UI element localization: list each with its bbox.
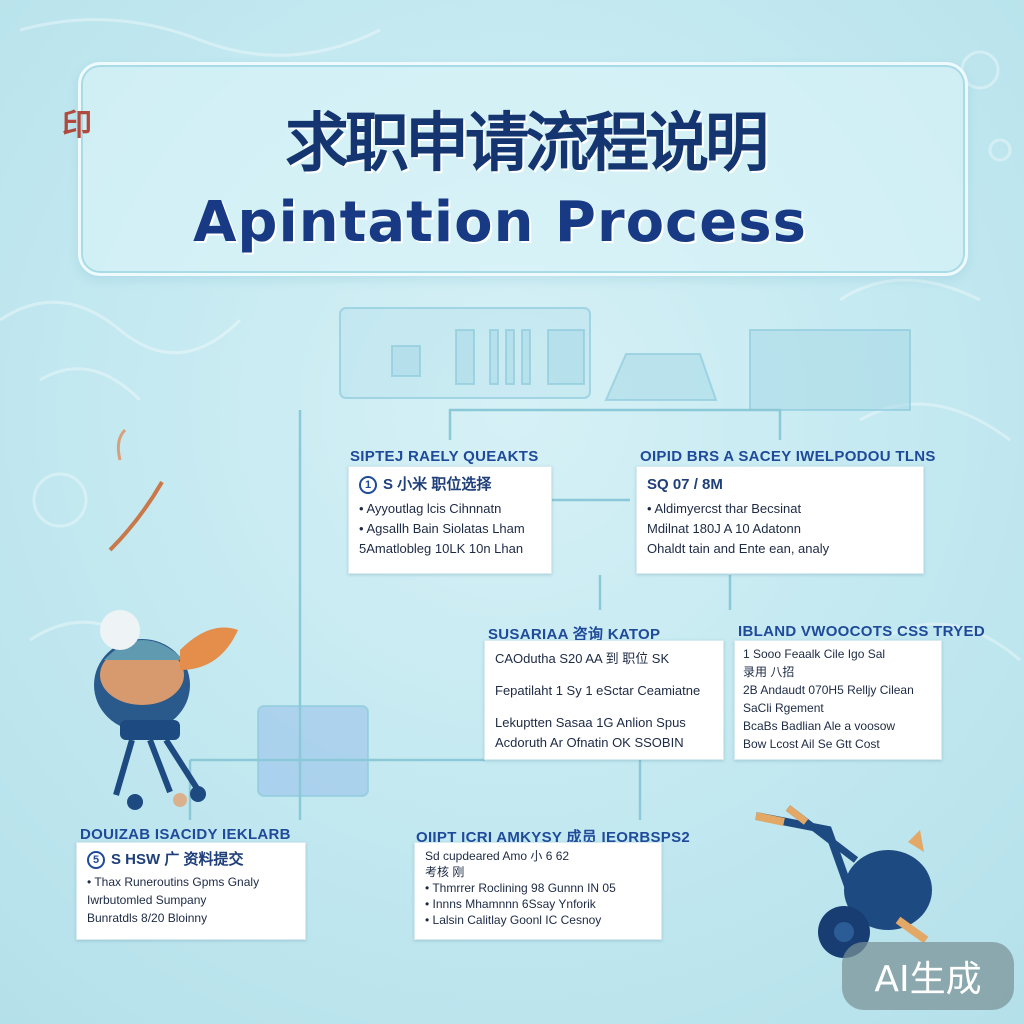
step-number-icon: 5	[87, 851, 105, 869]
step-number-icon: 1	[359, 476, 377, 494]
step-3-line-1: CAOdutha S20 AA 到 职位 SK	[495, 651, 670, 666]
step-3-card: CAOdutha S20 AA 到 职位 SK Fepatilaht 1 Sy …	[484, 640, 724, 760]
step-5-header: DOUIZAB ISACIDY IEKLARB	[80, 826, 291, 843]
step-2-line-1: SQ 07 / 8M	[647, 476, 723, 493]
step-3-line-2: Fepatilaht 1 Sy 1 eSctar Ceamiatne	[495, 683, 701, 698]
page-title-english: Apintation Process	[193, 190, 807, 255]
step-5-line-3: Iwrbutomled Sumpany	[87, 893, 207, 907]
step-1-line-2: Ayyoutlag lcis Cihnnatn	[359, 499, 541, 519]
step-3-line-3: Lekuptten Sasaa 1G Anlion Spus	[495, 715, 686, 730]
step-1-line-3: Agsallh Bain Siolatas Lham	[359, 519, 541, 539]
step-4-line-4: SaCli Rgement	[743, 701, 824, 715]
step-2-line-2: Aldimyercst thar Becsinat	[647, 499, 913, 519]
step-6-line-4: Innns Mhamnnn 6Ssay Ynforik	[425, 896, 651, 912]
page-title-chinese: 求职申请流程说明	[285, 107, 769, 181]
step-4-line-3: 2B Andaudt 070H5 Relljy Cilean	[743, 683, 914, 697]
step-6-line-3: Thmrrer Roclining 98 Gunnn IN 05	[425, 880, 651, 896]
step-1-line-1: S 小米 职位选择	[383, 476, 492, 493]
step-4-line-1: 1 Sooo Feaalk Cile Igo Sal	[743, 647, 886, 661]
step-1-header: SIPTEJ RAELY QUEAKTS	[350, 448, 539, 465]
step-4-line-2: 录用 八招	[743, 665, 795, 679]
ai-generated-badge: AI生成	[842, 942, 1014, 1010]
step-6-line-1: Sd cupdeared Amo 小 6 62	[425, 849, 570, 863]
step-5-line-4: Bunratdls 8/20 Bloinny	[87, 911, 208, 925]
title-frame	[78, 62, 968, 276]
step-4-header: IBLAND VWOOCOTS CSS TRYED	[738, 623, 985, 640]
step-4-line-6: Bow Lcost Ail Se Gtt Cost	[743, 737, 880, 751]
step-6-card: Sd cupdeared Amo 小 6 62 考核 刚 Thmrrer Roc…	[414, 842, 662, 940]
mascot-chair-illustration	[94, 428, 238, 810]
step-5-card: 5 S HSW 广 资料提交 Thax Runeroutins Gpms Gnal…	[76, 842, 306, 940]
step-1-card: 1 S 小米 职位选择 Ayyoutlag lcis Cihnnatn Agsal…	[348, 466, 552, 574]
step-3-line-4: Acdoruth Ar Ofnatin OK SSOBIN	[495, 735, 684, 750]
step-3-header: SUSARIAA 咨询 KATOP	[488, 626, 661, 643]
seal-stamp: 印	[62, 108, 92, 143]
step-4-card: 1 Sooo Feaalk Cile Igo Sal 录用 八招 2B Anda…	[734, 640, 942, 760]
step-2-line-4: Ohaldt tain and Ente ean, analy	[647, 541, 830, 556]
step-1-line-4: 5Amatlobleg 10LK 10n Lhan	[359, 541, 524, 556]
step-6-line-2: 考核 刚	[425, 865, 465, 879]
step-6-line-5: Lalsin Calitlay Goonl IC Cesnoy	[425, 912, 651, 928]
step-5-line-2: Thax Runeroutins Gpms Gnaly	[87, 873, 295, 891]
step-4-line-5: BcaBs Badlian Ale a voosow	[743, 719, 896, 733]
mascot-cart-illustration	[755, 805, 932, 958]
step-2-line-3: Mdilnat 180J A 10 Adatonn	[647, 521, 801, 536]
step-5-line-1: S HSW 广 资料提交	[111, 851, 244, 868]
step-2-card: SQ 07 / 8M Aldimyercst thar Becsinat Mdi…	[636, 466, 924, 574]
step-6-header: OIIPT ICRI AMKYSY 成员 IEORBSPS2	[416, 829, 691, 846]
step-2-header: OIPID BRS A SACEY IWELPODOU TLNS	[640, 448, 936, 465]
